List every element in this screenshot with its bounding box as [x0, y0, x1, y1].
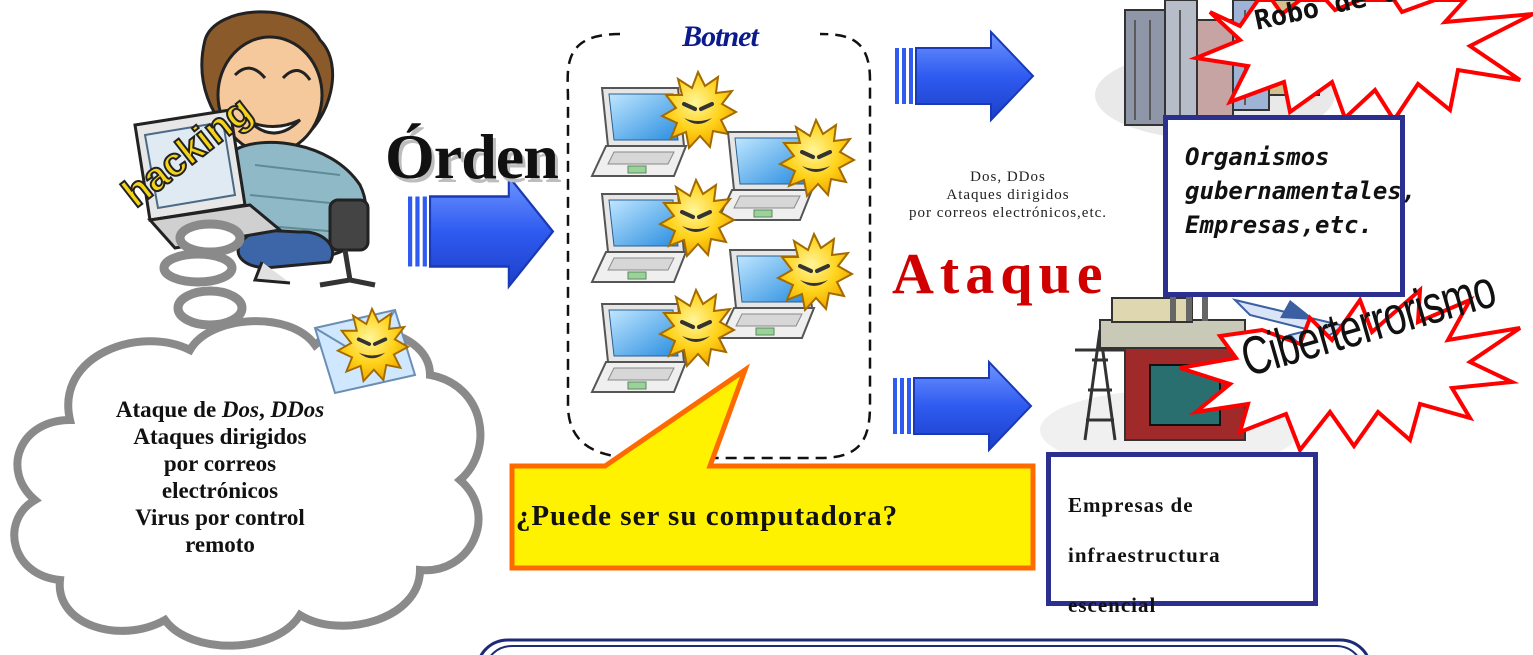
cyberterrorism-burst — [1179, 285, 1522, 454]
command-label: Órden — [385, 121, 559, 192]
callout-shape — [509, 363, 1036, 571]
evil-email-icon — [313, 306, 417, 395]
infrastructure-targets: Empresas de infraestructura escencial — [1068, 480, 1308, 630]
attack-arrow-bottom — [892, 361, 1032, 451]
laptop-5 — [591, 288, 736, 393]
laptop-2 — [717, 118, 856, 221]
data-theft-target-box — [1163, 115, 1405, 297]
callout-question: ¿Puede ser su computadora? — [515, 500, 899, 532]
laptop-1 — [591, 70, 738, 177]
botnet-title: Botnet — [682, 20, 759, 53]
cloud-line: remoto — [185, 532, 255, 557]
infected-laptops — [591, 70, 856, 393]
attack-types-list: Dos, DDos Ataques dirigidos por correos … — [868, 168, 1148, 222]
laptop-3 — [591, 178, 736, 283]
cloud-line: Ataques dirigidos — [133, 424, 307, 449]
cloud-line: por correos — [163, 451, 277, 476]
target-line: gubernamentales, — [1185, 177, 1417, 205]
attack-label: Ataque — [892, 241, 1109, 306]
attack-type: por correos electrónicos,etc. — [908, 205, 1108, 221]
data-theft-targets: Organismos gubernamentales, Empresas,etc… — [1185, 140, 1417, 242]
thought-cloud-shape — [10, 317, 485, 650]
attack-type: Ataques dirigidos — [946, 187, 1070, 203]
attack-arrow-top — [894, 31, 1034, 121]
cloud-line: Virus por control — [135, 505, 305, 530]
target-line: Organismos — [1185, 143, 1330, 171]
cloud-line: electrónicos — [161, 478, 279, 503]
target-line: Empresas de infraestructura — [1068, 493, 1221, 567]
attack-type: Dos, DDos — [970, 169, 1046, 185]
target-line: escencial — [1068, 593, 1157, 617]
infrastructure-target-box — [1046, 452, 1318, 606]
bottom-info-panel — [479, 638, 1369, 655]
thought-bubbles — [159, 219, 247, 330]
data-theft-burst — [1188, 0, 1533, 124]
laptop-4 — [719, 232, 854, 339]
cloud-line-1: Ataque de Dos, DDos — [115, 397, 325, 422]
target-line: Empresas,etc. — [1185, 211, 1373, 239]
thought-cloud-text: Ataque de Dos, DDos Ataques dirigidos po… — [60, 396, 380, 558]
